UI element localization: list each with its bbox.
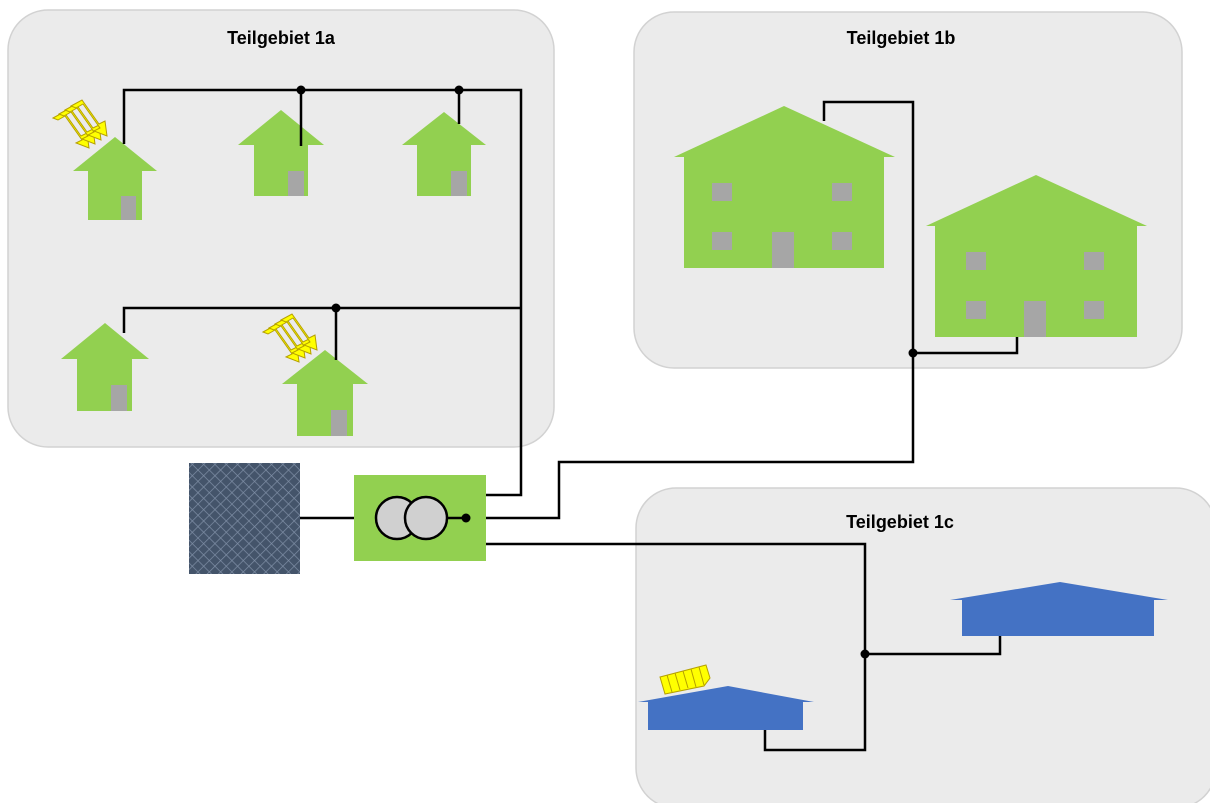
commercial-building-icon — [950, 582, 1168, 636]
apartment-building-icon — [674, 106, 895, 268]
solar-pv-icon — [659, 664, 711, 695]
house-icon — [238, 110, 324, 196]
house-icon — [73, 137, 157, 220]
commercial-building-icon — [638, 686, 814, 730]
area-1a-title: Teilgebiet 1a — [227, 28, 336, 48]
transformer-icon — [354, 475, 486, 561]
house-icon — [282, 350, 368, 436]
area-1c-title: Teilgebiet 1c — [846, 512, 954, 532]
area-1b-title: Teilgebiet 1b — [847, 28, 956, 48]
house-icon — [402, 112, 486, 196]
area-1c: Teilgebiet 1c — [635, 487, 1210, 803]
apartment-building-icon — [926, 175, 1147, 337]
feeder-lines — [122, 88, 1019, 752]
upstream-grid-icon — [189, 463, 300, 574]
area-1a: Teilgebiet 1a — [7, 9, 555, 448]
house-icon — [61, 323, 149, 411]
